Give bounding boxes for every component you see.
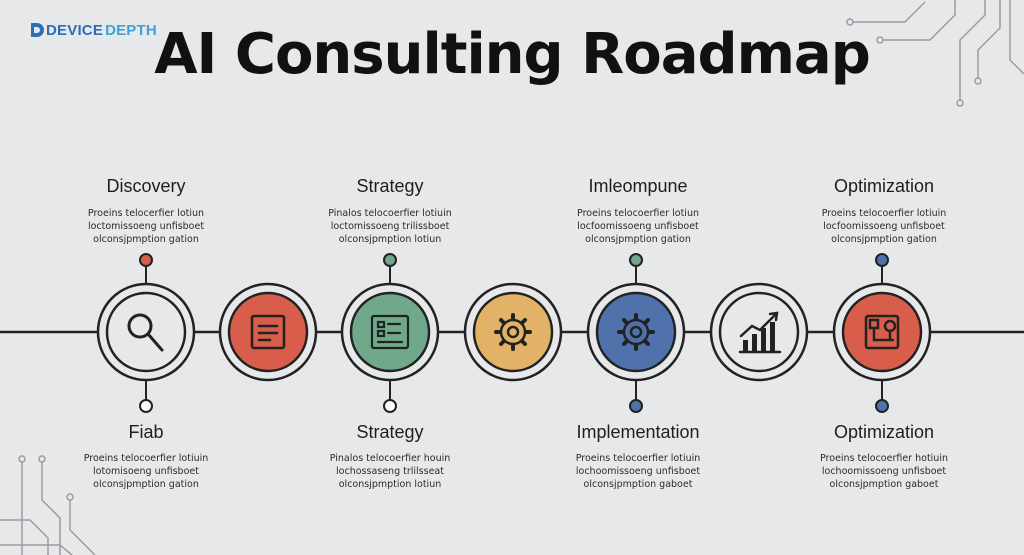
top-step-label-1: Discovery bbox=[106, 176, 186, 196]
connector-dot-bottom-4 bbox=[875, 399, 889, 413]
roadmap-node-3 bbox=[340, 282, 440, 382]
logo-text-depth: DEPTH bbox=[105, 21, 157, 39]
dashboard-icon bbox=[370, 314, 410, 350]
connector-dot-top-4 bbox=[875, 253, 889, 267]
workflow-icon bbox=[864, 314, 900, 350]
top-step-label-4: Optimization bbox=[833, 176, 935, 196]
logo-text-device: DEVICE bbox=[46, 21, 104, 39]
bottom-step-label-2: Strategy bbox=[356, 422, 424, 442]
roadmap-node-1 bbox=[96, 282, 196, 382]
page-title: AI Consulting Roadmap bbox=[154, 22, 871, 87]
top-step-label-2: Strategy bbox=[356, 176, 424, 196]
circuit-decoration-top-right bbox=[846, 0, 1024, 107]
connector-dot-bottom-2 bbox=[383, 399, 397, 413]
gear-icon bbox=[494, 313, 532, 351]
bottom-step-label-4: Optimization bbox=[833, 422, 935, 442]
connector-dot-bottom-1 bbox=[139, 399, 153, 413]
bottom-step-label-3: Implementation bbox=[576, 422, 700, 442]
gear-icon bbox=[617, 313, 655, 351]
roadmap-node-2 bbox=[218, 282, 318, 382]
bottom-step-label-1: Fiab bbox=[128, 422, 164, 442]
document-icon bbox=[250, 314, 286, 350]
roadmap-node-7 bbox=[832, 282, 932, 382]
roadmap-node-5 bbox=[586, 282, 686, 382]
connector-dot-bottom-3 bbox=[629, 399, 643, 413]
logo-mark-icon bbox=[31, 23, 44, 37]
connector-dot-top-2 bbox=[383, 253, 397, 267]
connector-dot-top-3 bbox=[629, 253, 643, 267]
magnifier-icon bbox=[127, 313, 164, 352]
roadmap-node-4 bbox=[463, 282, 563, 382]
top-step-label-3: Imleompune bbox=[588, 176, 688, 196]
roadmap-node-6 bbox=[709, 282, 809, 382]
connectors bbox=[145, 266, 883, 400]
circuit-decoration-bottom-left bbox=[0, 455, 96, 555]
growth-chart-icon bbox=[738, 311, 782, 354]
connector-dot-top-1 bbox=[139, 253, 153, 267]
